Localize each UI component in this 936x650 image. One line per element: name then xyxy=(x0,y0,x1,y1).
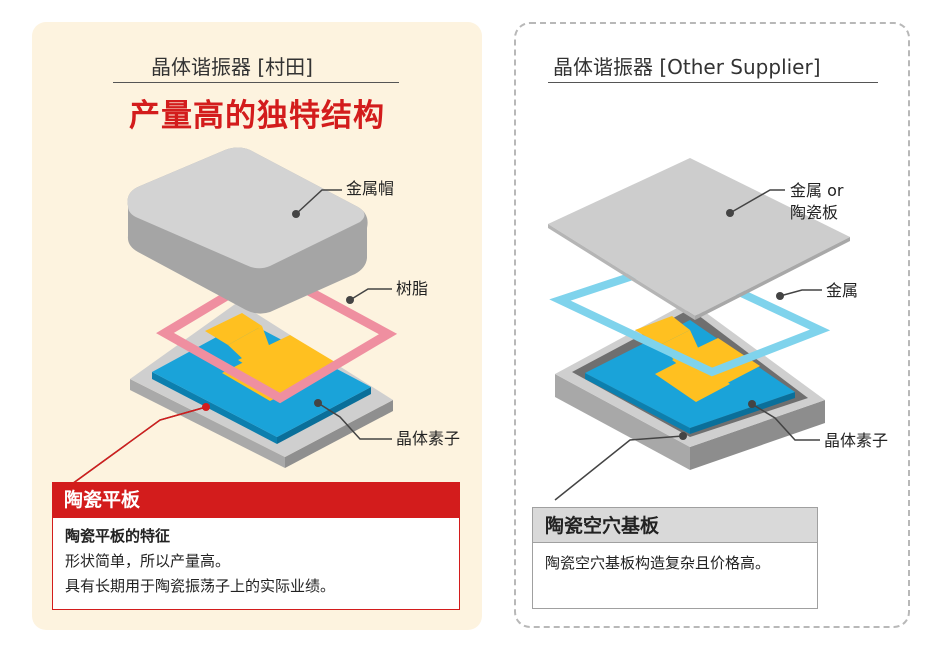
ceramic-cavity-box-line: 陶瓷空穴基板构造复杂且价格高。 xyxy=(545,554,771,572)
resin-label: 树脂 xyxy=(396,279,429,298)
murata-headline: 产量高的独特结构 xyxy=(129,98,385,134)
ceramic-flat-box-body: 陶瓷平板的特征 形状简单，所以产量高。 具有长期用于陶瓷振荡子上的实际业绩。 xyxy=(52,518,460,610)
metal-cap-label: 金属帽 xyxy=(346,179,395,198)
metal-seal-label: 金属 xyxy=(826,281,859,300)
metal-or-ceramic-lid xyxy=(548,158,850,320)
metal-cap xyxy=(127,147,368,314)
crystal-element-right xyxy=(585,316,795,434)
murata-title-rule xyxy=(113,82,399,83)
other-supplier-title: 晶体谐振器 [Other Supplier] xyxy=(553,55,821,79)
murata-panel-title: 晶体谐振器 [村田] xyxy=(151,55,313,79)
other-supplier-title-rule xyxy=(548,82,878,83)
lid-label-line1: 金属 or xyxy=(790,181,844,200)
ceramic-flat-box-line: 形状简单，所以产量高。 xyxy=(65,552,231,570)
ceramic-flat-box-title: 陶瓷平板 xyxy=(52,482,460,518)
right-leader-lines xyxy=(554,189,822,501)
crystal-element xyxy=(152,313,371,444)
lid-label-line2: 陶瓷板 xyxy=(790,203,839,222)
crystal-element-label: 晶体素子 xyxy=(396,429,461,448)
ceramic-cavity-box-body: 陶瓷空穴基板构造复杂且价格高。 xyxy=(532,543,818,609)
ceramic-flat-box-subtitle: 陶瓷平板的特征 xyxy=(65,527,171,545)
ceramic-cavity-box-title: 陶瓷空穴基板 xyxy=(532,507,818,543)
other-supplier-panel xyxy=(514,22,910,628)
crystal-element-label-right: 晶体素子 xyxy=(824,431,889,450)
ceramic-flat-box-line: 具有长期用于陶瓷振荡子上的实际业绩。 xyxy=(65,577,336,595)
